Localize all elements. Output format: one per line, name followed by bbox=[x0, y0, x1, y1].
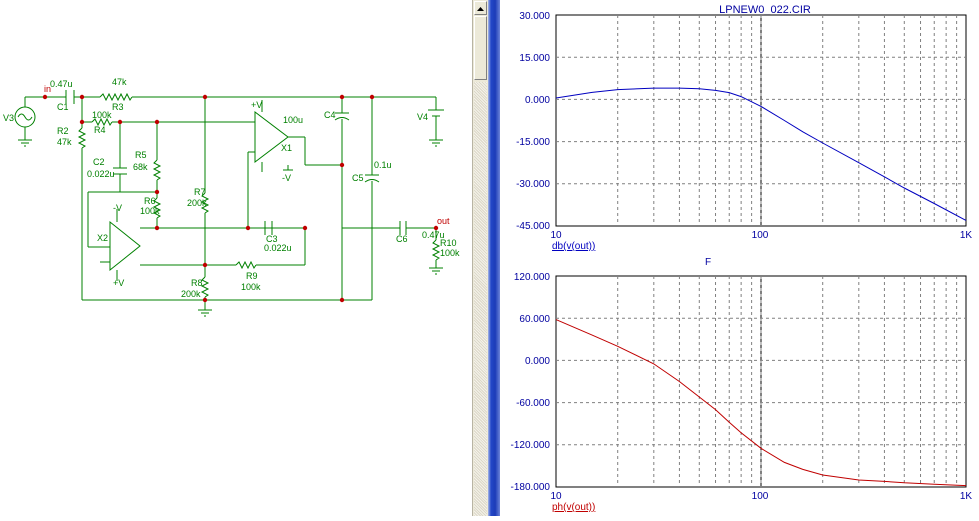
top-trace bbox=[555, 87, 967, 221]
label-r9-value: 100k bbox=[241, 282, 261, 292]
bottom-y-tick-0: 0.000 bbox=[525, 356, 550, 367]
label-c1: C1 bbox=[57, 102, 69, 112]
label-c1-value: 0.47u bbox=[50, 79, 73, 89]
top-trace-label[interactable]: db(v(out)) bbox=[552, 241, 595, 252]
bottom-x-tick-1k: 1K bbox=[960, 491, 973, 502]
top-y-tick-minus30: -30.000 bbox=[516, 179, 550, 190]
label-c5-value: 0.1u bbox=[374, 160, 392, 170]
label-r3-value: 47k bbox=[112, 77, 127, 87]
label-c3: C3 bbox=[266, 234, 278, 244]
top-y-tick-minus45: -45.000 bbox=[516, 221, 550, 232]
bottom-y-tick-minus180: -180.000 bbox=[511, 482, 551, 493]
label-r2-value: 47k bbox=[57, 137, 72, 147]
bottom-trace bbox=[555, 319, 967, 487]
label-r5: R5 bbox=[135, 150, 147, 160]
top-y-tick-30: 30.000 bbox=[519, 11, 550, 22]
label-r2: R2 bbox=[57, 126, 69, 136]
label-r7-value: 200k bbox=[187, 198, 207, 208]
label-v3: V3 bbox=[3, 113, 14, 123]
label-r6: R6 bbox=[144, 196, 156, 206]
label-r4-value: 100k bbox=[92, 110, 112, 120]
bottom-trace-label[interactable]: ph(v(out)) bbox=[552, 502, 595, 513]
bottom-y-tick-minus120: -120.000 bbox=[511, 440, 551, 451]
label-c6: C6 bbox=[396, 234, 408, 244]
scroll-up-arrow-icon[interactable] bbox=[474, 1, 487, 15]
top-x-tick-10: 10 bbox=[550, 230, 562, 241]
top-y-tick-15: 15.000 bbox=[519, 53, 550, 64]
scroll-thumb[interactable] bbox=[474, 16, 487, 80]
label-r10: R10 bbox=[440, 238, 457, 248]
label-x2-minus-v: -V bbox=[113, 203, 122, 213]
bottom-plot-grid bbox=[556, 276, 966, 487]
label-x1-minus-v: -V bbox=[282, 173, 291, 183]
bottom-y-tick-120: 120.000 bbox=[514, 272, 551, 283]
bottom-x-tick-10: 10 bbox=[550, 491, 562, 502]
plot-title: LPNEW0_022.CIR bbox=[719, 4, 811, 16]
top-series-line bbox=[555, 87, 967, 221]
label-r8-value: 200k bbox=[181, 289, 201, 299]
bottom-y-tick-60: 60.000 bbox=[519, 314, 550, 325]
bottom-x-tick-100: 100 bbox=[752, 491, 769, 502]
label-r6-value: 100k bbox=[140, 206, 160, 216]
analysis-plots: LPNEW0_022.CIR 30.000 15.000 0.000 -15.0… bbox=[500, 0, 979, 516]
scroll-track[interactable] bbox=[474, 82, 487, 516]
label-c6-value: 0.47u bbox=[422, 230, 445, 240]
top-x-tick-100: 100 bbox=[752, 230, 769, 241]
top-x-tick-1k: 1K bbox=[960, 230, 973, 241]
label-v4: V4 bbox=[417, 112, 428, 122]
label-c2-value: 0.022u bbox=[87, 169, 115, 179]
bottom-y-tick-minus60: -60.000 bbox=[516, 398, 550, 409]
label-r4: R4 bbox=[94, 125, 106, 135]
label-r8: R8 bbox=[191, 278, 203, 288]
top-y-tick-0: 0.000 bbox=[525, 95, 550, 106]
label-c4: C4 bbox=[324, 110, 336, 120]
label-r9: R9 bbox=[246, 271, 258, 281]
label-r7: R7 bbox=[194, 187, 206, 197]
label-x2-plus-v: +V bbox=[113, 278, 124, 288]
schematic-drawing: 0.47u C1 47k R3 V3 100k R4 R2 47k C2 0.0… bbox=[3, 77, 460, 317]
node-label-out: out bbox=[437, 216, 450, 226]
label-c3-value: 0.022u bbox=[264, 243, 292, 253]
top-plot-grid bbox=[556, 15, 966, 226]
vertical-scrollbar[interactable] bbox=[472, 0, 488, 516]
label-x2: X2 bbox=[97, 233, 108, 243]
x-axis-label: F bbox=[705, 257, 711, 268]
schematic-canvas[interactable]: 0.47u C1 47k R3 V3 100k R4 R2 47k C2 0.0… bbox=[0, 0, 472, 516]
label-100u: 100u bbox=[283, 115, 303, 125]
label-r10-value: 100k bbox=[440, 248, 460, 258]
node-label-in: in bbox=[44, 84, 51, 94]
label-c5: C5 bbox=[352, 173, 364, 183]
label-x1: X1 bbox=[281, 143, 292, 153]
label-x1-plus-v: +V bbox=[251, 100, 262, 110]
pane-splitter[interactable] bbox=[488, 0, 500, 516]
top-y-tick-minus15: -15.000 bbox=[516, 137, 550, 148]
bottom-series-line bbox=[555, 319, 967, 487]
plot-area: LPNEW0_022.CIR 30.000 15.000 0.000 -15.0… bbox=[511, 4, 973, 513]
label-c2: C2 bbox=[93, 157, 105, 167]
label-r5-value: 68k bbox=[133, 162, 148, 172]
label-r3: R3 bbox=[112, 102, 124, 112]
